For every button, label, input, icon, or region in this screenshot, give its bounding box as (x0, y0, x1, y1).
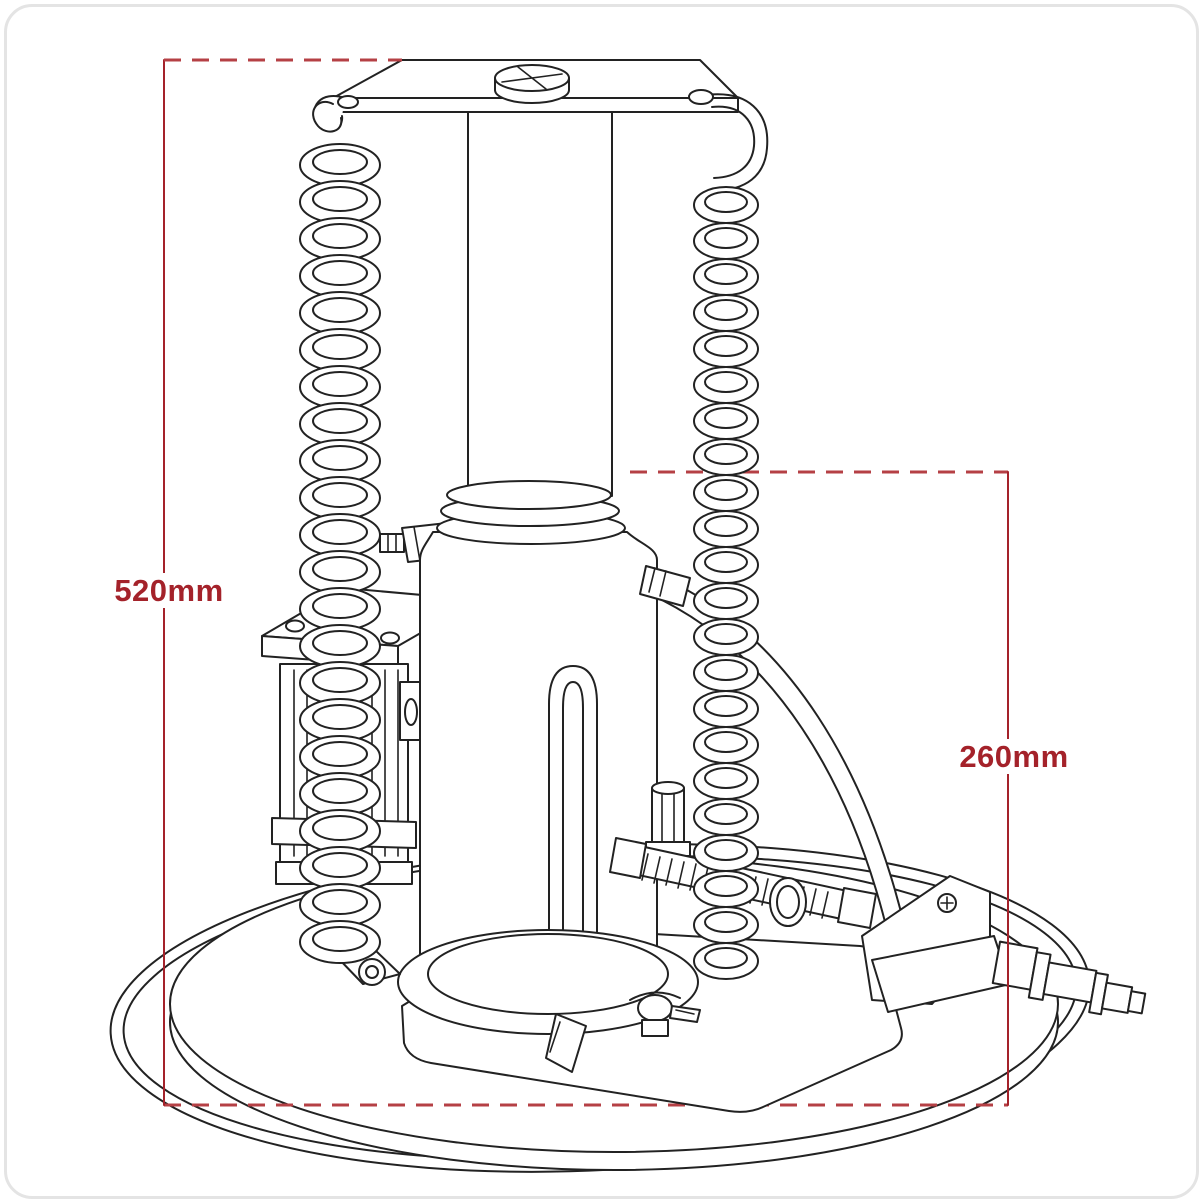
wedge-key (545, 1013, 587, 1073)
coil-spring-left (299, 101, 381, 964)
dim-label-260: 260mm (954, 739, 1074, 774)
bottle-body (419, 480, 658, 986)
hose-keeper-coil (769, 877, 807, 927)
spring-hook-right (688, 89, 769, 192)
air-coupler (991, 940, 1147, 1016)
coil-spring-right (693, 186, 759, 980)
wing-screw (629, 991, 701, 1037)
handle-socket (548, 665, 598, 941)
air-valve-body (861, 875, 1011, 1013)
bottle-base-collar (397, 929, 699, 1035)
screw-cap (494, 64, 570, 104)
saddle-plate (313, 59, 769, 192)
release-valve-pipe (645, 781, 691, 857)
dimension-lines (163, 58, 1009, 1106)
dim-label-520: 520mm (114, 573, 224, 608)
ram-cylinder (467, 99, 613, 497)
